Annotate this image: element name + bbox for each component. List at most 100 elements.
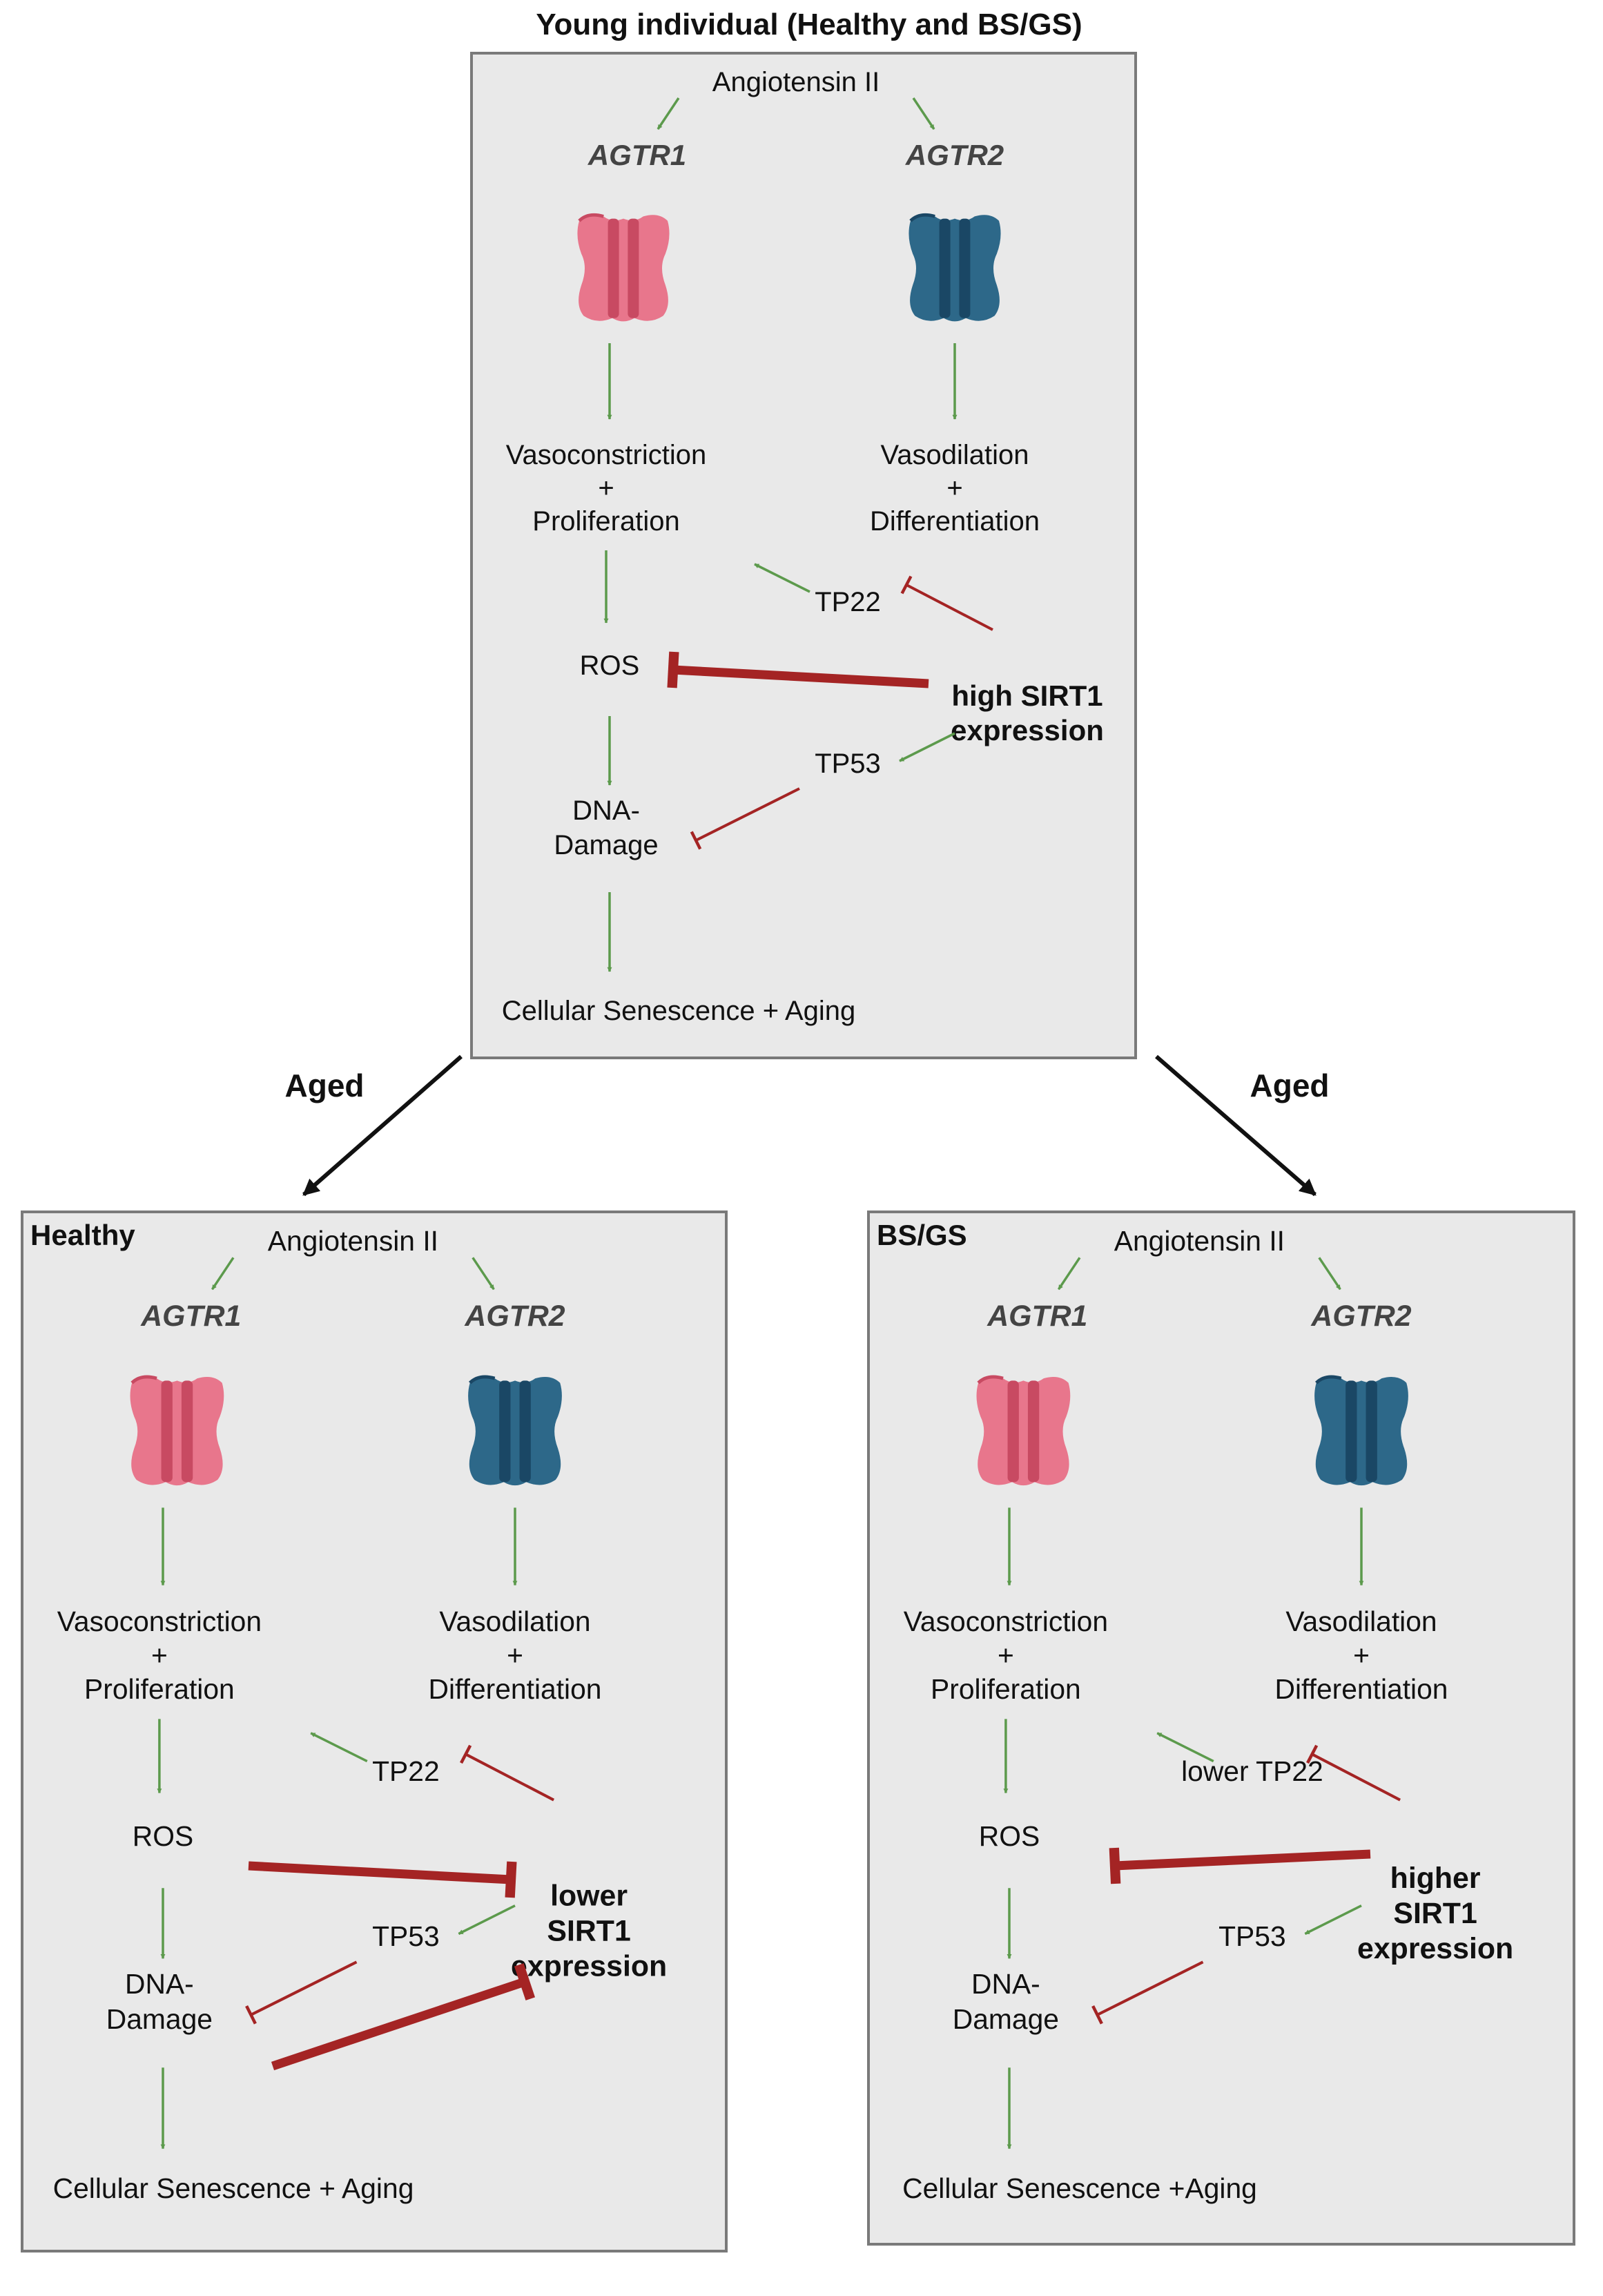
dna-damage-text-line-1: DNA- bbox=[572, 795, 640, 826]
agtr2-receptor-icon-body bbox=[909, 215, 1001, 322]
agtr1-receptor-icon-helix-left bbox=[608, 218, 619, 318]
inhibit-sirt1-tp22-bar bbox=[900, 575, 913, 595]
inhibit-sirt1-ros-line bbox=[1114, 1849, 1371, 1871]
agtr2-label: AGTR2 bbox=[905, 139, 1004, 171]
vasoconstriction-text-line-3: Proliferation bbox=[931, 1673, 1081, 1705]
sirt1-label-line-2: expression bbox=[951, 714, 1104, 746]
aged-arrow-left bbox=[302, 1054, 463, 1197]
inhibit-ros-sirt1-bar bbox=[505, 1861, 517, 1898]
agtr2-receptor-icon-helix-right bbox=[519, 1380, 531, 1483]
vasoconstriction-text-line-3: Proliferation bbox=[84, 1673, 235, 1705]
sirt1-label-line-2: SIRT1 bbox=[547, 1915, 630, 1948]
dna-damage-text-line-2: Damage bbox=[953, 2003, 1059, 2035]
arrow-tp22-proliferation bbox=[310, 1732, 368, 1763]
tp22-label: TP22 bbox=[815, 587, 881, 617]
arrow-angiotensin-agtr2 bbox=[912, 97, 935, 130]
inhibit-sirt1-tp22-bar bbox=[1306, 1744, 1319, 1764]
agtr1-label: AGTR1 bbox=[140, 1300, 241, 1333]
agtr1-receptor-icon-helix-left bbox=[1007, 1380, 1019, 1483]
panel-frame bbox=[867, 1210, 1575, 2246]
inhibit-sirt1-ros bbox=[1109, 1847, 1371, 1884]
inhibit-sirt1-tp22 bbox=[900, 575, 993, 631]
inhibit-sirt1-tp22-line bbox=[906, 583, 993, 631]
agtr2-receptor-icon bbox=[468, 1375, 562, 1486]
inhibit-tp53-dna bbox=[1091, 1960, 1204, 2025]
inhibit-tp53-dna-bar bbox=[690, 831, 702, 850]
arrow-sirt1-tp53 bbox=[899, 732, 955, 762]
inhibit-tp53-dna bbox=[245, 1960, 358, 2025]
agtr1-receptor-icon-body bbox=[130, 1376, 224, 1486]
sirt1-label-line-1: lower bbox=[550, 1880, 628, 1913]
arrow-tp22-proliferation bbox=[1156, 1732, 1214, 1763]
arrow-angiotensin-agtr2 bbox=[472, 1257, 495, 1291]
tp53-label: TP53 bbox=[815, 749, 881, 779]
inhibit-tp53-dna-line bbox=[1096, 1960, 1204, 2016]
dna-damage-text-line-2: Damage bbox=[554, 830, 658, 860]
inhibit-sirt1-tp22-bar bbox=[460, 1744, 472, 1764]
agtr1-receptor-icon-helix-right bbox=[181, 1380, 193, 1483]
senescence-label: Cellular Senescence + Aging bbox=[502, 996, 856, 1026]
agtr2-receptor-icon-body bbox=[1314, 1376, 1408, 1486]
aged-label-right: Aged bbox=[1250, 1068, 1330, 1103]
inhibit-sirt1-tp22 bbox=[460, 1744, 555, 1802]
agtr1-receptor-icon bbox=[130, 1375, 224, 1486]
agtr1-receptor-icon-cap bbox=[977, 1375, 1004, 1385]
vasoconstriction-text-line-1: Vasoconstriction bbox=[506, 440, 707, 470]
arrow-angiotensin-agtr2 bbox=[1318, 1257, 1341, 1291]
panel-header: BS/GS bbox=[877, 1219, 967, 1251]
ros-label: ROS bbox=[133, 1820, 193, 1852]
agtr2-label: AGTR2 bbox=[1310, 1300, 1411, 1333]
agtr1-label: AGTR1 bbox=[987, 1300, 1087, 1333]
tp53-label: TP53 bbox=[372, 1920, 440, 1952]
dna-damage-text-line-1: DNA- bbox=[971, 1968, 1040, 2000]
agtr2-receptor-icon-helix-left bbox=[1345, 1380, 1357, 1483]
agtr1-receptor-icon bbox=[577, 213, 670, 322]
agtr1-receptor-icon-cap bbox=[130, 1375, 157, 1385]
vasodilation-text-line-2: + bbox=[946, 473, 962, 503]
inhibit-sirt1-ros bbox=[667, 651, 929, 688]
vasodilation-text-line-1: Vasodilation bbox=[1285, 1605, 1437, 1637]
inhibit-dna-sirt1-bar bbox=[514, 1963, 536, 2000]
vasoconstriction-text-line-2: + bbox=[151, 1639, 168, 1671]
arrow-angiotensin-agtr1 bbox=[211, 1257, 235, 1291]
vasoconstriction-text-line-1: Vasoconstriction bbox=[57, 1605, 262, 1637]
agtr2-receptor-icon-cap bbox=[468, 1375, 496, 1385]
inhibit-sirt1-ros-bar bbox=[667, 651, 679, 688]
arrow-sirt1-tp53 bbox=[458, 1904, 516, 1936]
vasoconstriction-text-line-3: Proliferation bbox=[532, 506, 679, 537]
agtr1-label: AGTR1 bbox=[587, 139, 686, 171]
agtr2-receptor-icon-helix-right bbox=[959, 218, 971, 318]
agtr1-receptor-icon-helix-right bbox=[1027, 1380, 1040, 1483]
angiotensin-label: Angiotensin II bbox=[268, 1225, 438, 1257]
vasodilation-text-line-3: Differentiation bbox=[870, 506, 1040, 537]
vasodilation-text-line-2: + bbox=[1353, 1639, 1370, 1671]
inhibit-dna-sirt1-line bbox=[271, 1977, 527, 2071]
agtr2-receptor-icon-cap bbox=[909, 213, 935, 222]
inhibit-sirt1-tp22-line bbox=[465, 1753, 555, 1802]
agtr2-label: AGTR2 bbox=[464, 1300, 565, 1333]
agtr2-receptor-icon-helix-left bbox=[939, 218, 951, 318]
arrow-tp22-proliferation bbox=[754, 563, 810, 593]
tp22-label: TP22 bbox=[372, 1755, 440, 1787]
arrow-sirt1-tp53 bbox=[1304, 1904, 1362, 1936]
diagram-title: Young individual (Healthy and BS/GS) bbox=[536, 8, 1082, 41]
inhibit-sirt1-tp22-line bbox=[1311, 1753, 1401, 1802]
inhibit-sirt1-tp22 bbox=[1306, 1744, 1401, 1802]
vasodilation-text-line-1: Vasodilation bbox=[439, 1605, 590, 1637]
inhibit-dna-sirt1 bbox=[271, 1963, 536, 2071]
agtr2-receptor-icon-helix-left bbox=[499, 1380, 511, 1483]
sirt1-label-line-1: higher bbox=[1390, 1862, 1481, 1895]
panel-healthy: Healthy Angiotensin II AGTR1 AGTR2Vasoconst… bbox=[21, 1210, 728, 2252]
agtr2-receptor-icon bbox=[909, 213, 1001, 322]
vasoconstriction-text-line-1: Vasoconstriction bbox=[904, 1605, 1108, 1637]
vasoconstriction-text-line-2: + bbox=[998, 1639, 1014, 1671]
inhibit-sirt1-ros-line bbox=[672, 665, 929, 688]
panel-header: Healthy bbox=[30, 1219, 135, 1251]
panel-frame bbox=[21, 1210, 728, 2252]
inhibit-tp53-dna-bar bbox=[1091, 2005, 1103, 2025]
dna-damage-text-line-2: Damage bbox=[106, 2003, 213, 2035]
panel-frame bbox=[470, 52, 1137, 1059]
